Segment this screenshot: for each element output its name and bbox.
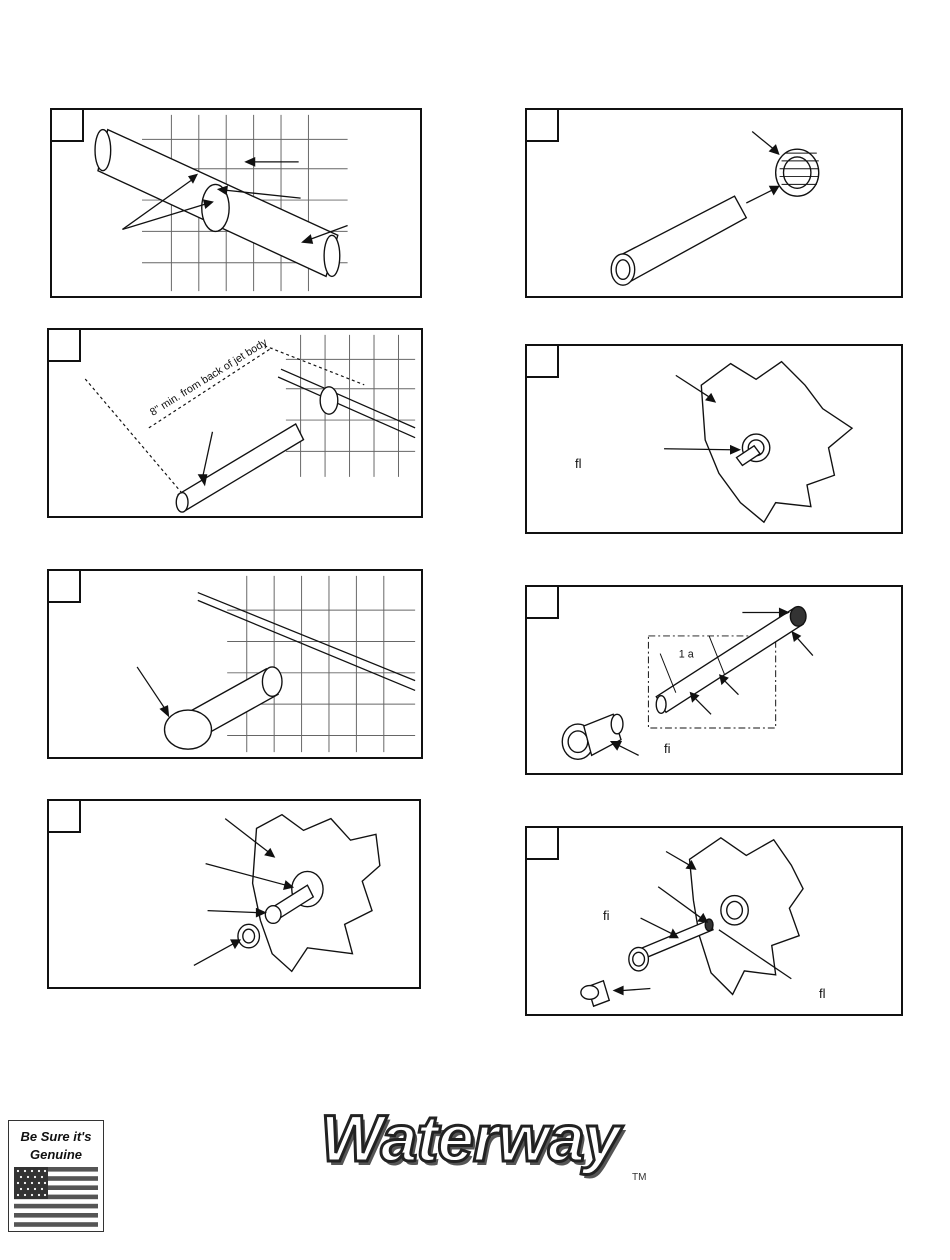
- panel-step-right-1: [525, 108, 903, 298]
- step-number-box: [52, 110, 84, 142]
- step-number-box: [49, 801, 81, 833]
- panel-step-right-4: fi fl: [525, 826, 903, 1016]
- step-number-box: [527, 110, 559, 142]
- jet-assembly-illustration: [527, 828, 901, 1014]
- badge-line-2: Genuine: [9, 1147, 103, 1162]
- panel-step-left-1: [50, 108, 422, 298]
- waterway-logo: Waterway TM: [300, 1092, 660, 1212]
- badge-line-1: Be Sure it's: [9, 1129, 103, 1144]
- callout-label-right: fl: [819, 986, 826, 1001]
- callout-label: fl: [575, 456, 582, 471]
- dimension-text: 1 a: [679, 648, 694, 660]
- callout-label-left: fi: [603, 908, 610, 923]
- pipe-cut-illustration: 1 a: [527, 587, 901, 773]
- step-number-box: [527, 346, 559, 378]
- pipe-fitting-illustration: [527, 110, 901, 296]
- pipe-mesh-illustration: [52, 110, 420, 296]
- pipe-measure-illustration: 8" min. from back of jet body: [49, 330, 421, 516]
- dimension-label: 8" min. from back of jet body: [148, 336, 270, 419]
- genuine-badge: Be Sure it's Genuine: [8, 1120, 104, 1232]
- panel-step-right-3: fi 1 a: [525, 585, 903, 775]
- jet-body-illustration: [49, 801, 419, 987]
- trademark-symbol: TM: [632, 1172, 646, 1183]
- step-number-box: [527, 587, 559, 619]
- step-number-box: [49, 330, 81, 362]
- step-number-box: [527, 828, 559, 860]
- us-flag-icon: [14, 1167, 98, 1227]
- pipe-cap-illustration: [49, 571, 421, 757]
- callout-label: fi: [664, 741, 671, 756]
- logo-wordmark: Waterway: [300, 1100, 640, 1176]
- step-number-box: [49, 571, 81, 603]
- panel-step-left-3: [47, 569, 423, 759]
- panel-step-left-2: 8" min. from back of jet body: [47, 328, 423, 518]
- panel-step-right-2: fl: [525, 344, 903, 534]
- panel-step-left-4: [47, 799, 421, 989]
- jet-body-closeup-illustration: [527, 346, 901, 532]
